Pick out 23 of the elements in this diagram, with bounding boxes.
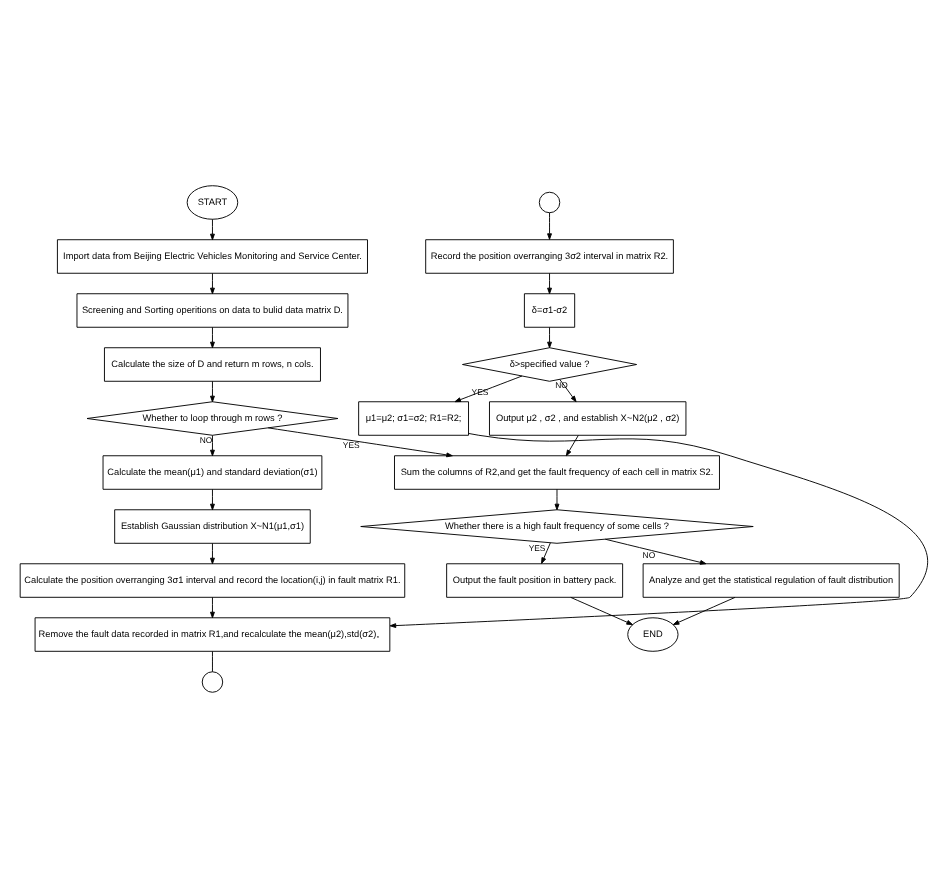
arrow — [210, 433, 215, 456]
node-circle — [201, 670, 224, 692]
arrow — [547, 271, 552, 294]
arrow — [454, 374, 523, 402]
arrow — [389, 431, 929, 627]
arrow — [565, 433, 579, 456]
arrow — [210, 541, 215, 564]
arrow — [267, 426, 453, 457]
arrow — [541, 541, 551, 563]
arrow — [210, 379, 215, 402]
node-circle — [538, 190, 561, 213]
arrow — [570, 595, 633, 625]
arrow — [210, 595, 215, 618]
connector — [212, 649, 213, 672]
arrow — [210, 487, 215, 510]
arrow — [210, 271, 215, 294]
arrow — [672, 595, 736, 625]
arrow — [554, 487, 560, 510]
arrow — [547, 211, 552, 239]
arrow — [210, 325, 215, 348]
arrow — [547, 325, 552, 348]
arrow — [210, 217, 215, 240]
arrow — [559, 377, 577, 402]
